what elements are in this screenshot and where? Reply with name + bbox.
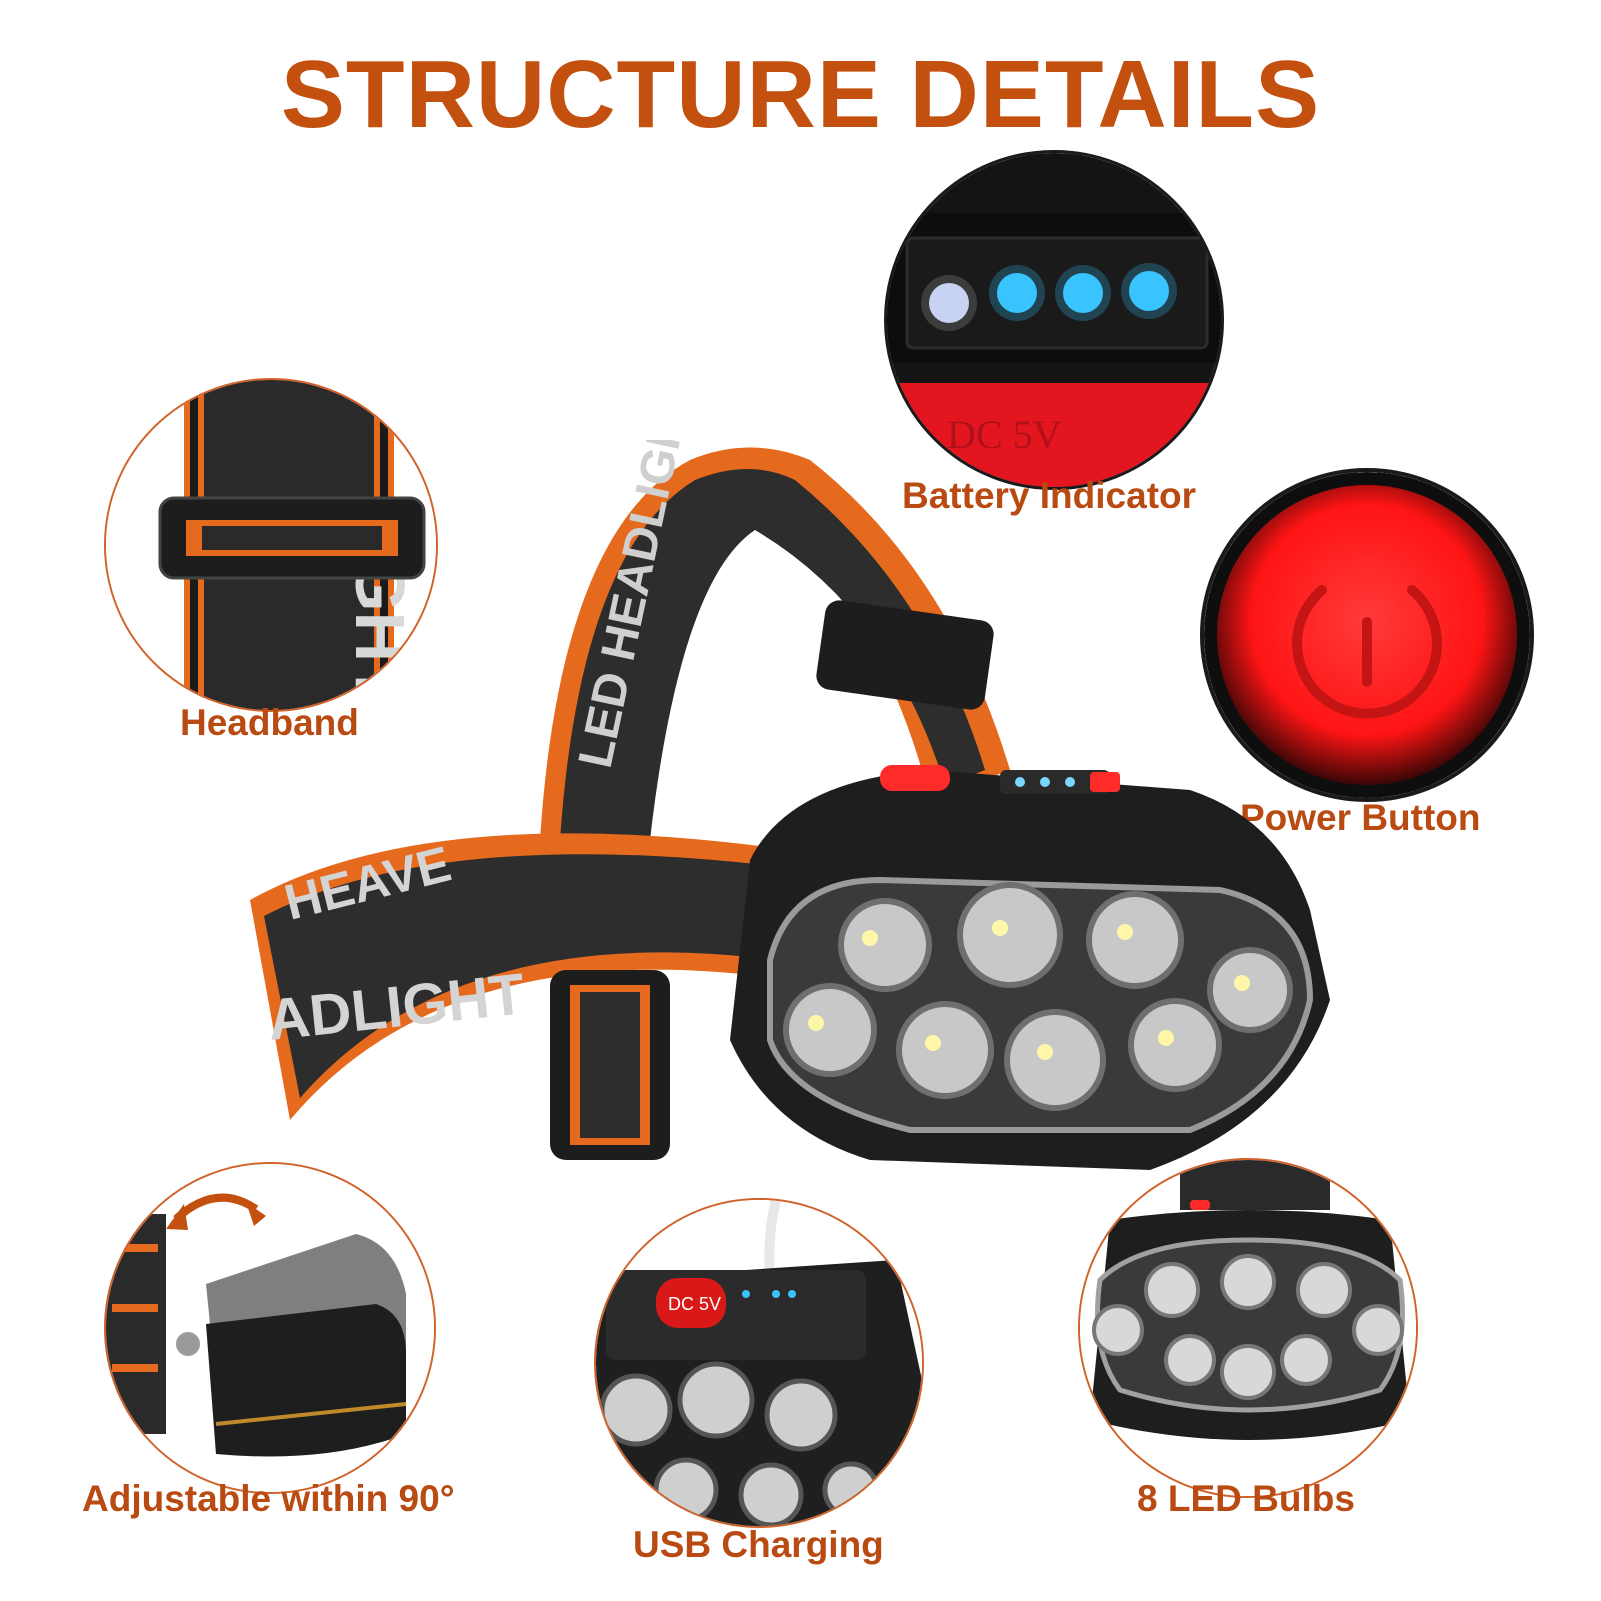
- power-button-label: Power Button: [1240, 797, 1481, 838]
- svg-text:DC 5V: DC 5V: [668, 1294, 721, 1314]
- indicator-led-4: [1129, 271, 1169, 311]
- battery-indicator-label: Battery Indicator: [902, 475, 1197, 516]
- usb-charging-label: USB Charging: [633, 1524, 884, 1565]
- headband-label: Headband: [180, 702, 359, 743]
- usb-charging-closeup: DC 5V: [594, 1198, 924, 1528]
- led-array: [783, 882, 1293, 1111]
- indicator-led-1: [929, 283, 969, 323]
- headlamp-main-image: LED HEADLIGHT ADLIGHT HEAVE: [230, 440, 1350, 1200]
- power-icon: [1292, 585, 1442, 719]
- indicator-led-3: [1063, 273, 1103, 313]
- headband-closeup: LIGHT: [104, 378, 438, 712]
- port-text: DC 5V: [947, 412, 1062, 457]
- battery-indicator-closeup: DC 5V: [884, 150, 1224, 490]
- led-bulbs-closeup: [1078, 1158, 1418, 1498]
- page-title: STRUCTURE DETAILS: [280, 41, 1321, 148]
- adjustable-closeup: [104, 1162, 436, 1494]
- indicator-led-2: [997, 273, 1037, 313]
- led-bulbs-label: 8 LED Bulbs: [1137, 1478, 1355, 1519]
- power-button-closeup: [1200, 468, 1534, 802]
- adjustable-label: Adjustable within 90°: [82, 1478, 455, 1519]
